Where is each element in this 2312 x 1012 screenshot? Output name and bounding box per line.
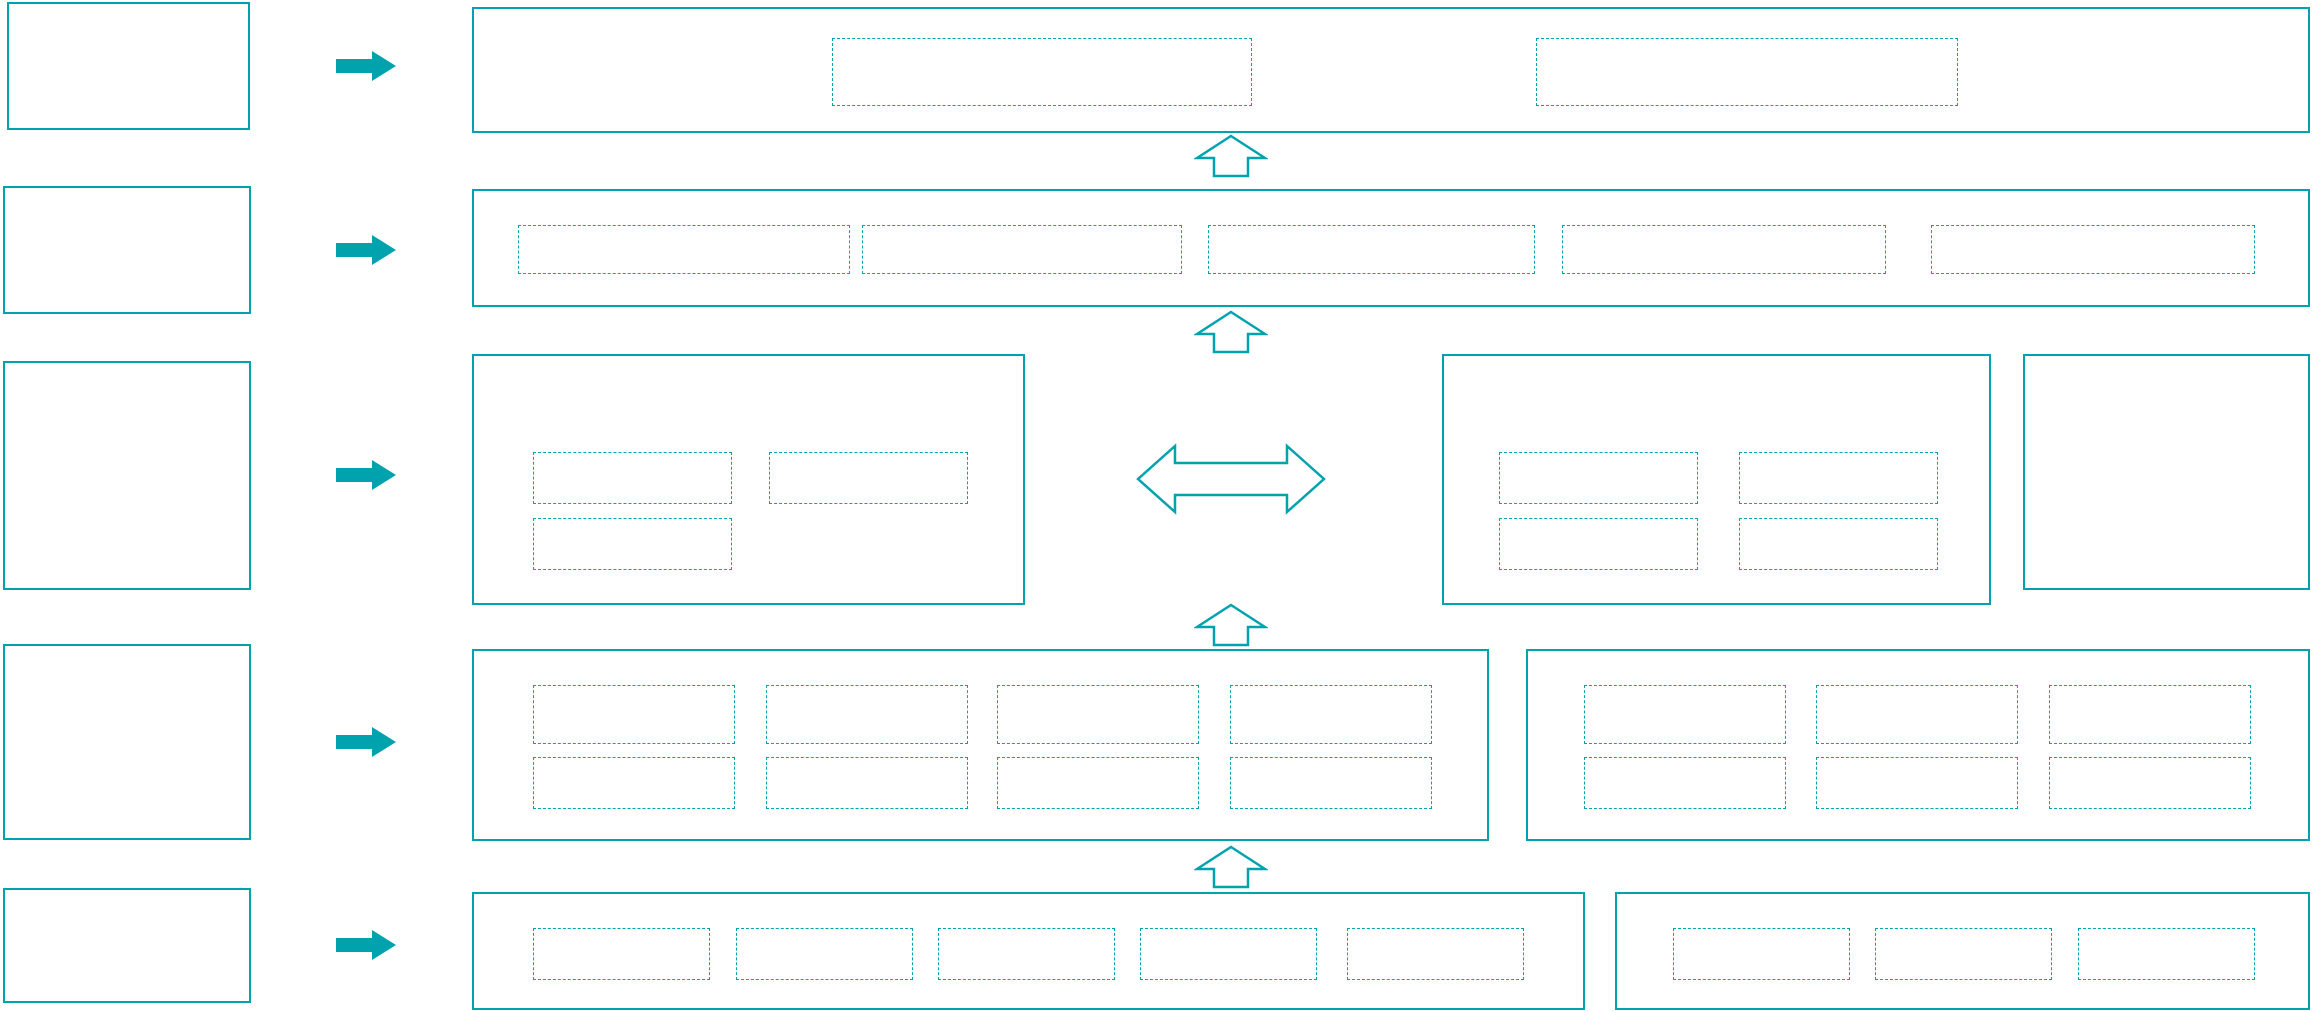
layer-3-left-group-slot-3 (533, 518, 732, 570)
layer-4-flow-right-arrow-icon (336, 727, 396, 757)
layer-4-left-group-slot-1 (533, 685, 735, 744)
layer-4-left-group-slot-3 (997, 685, 1199, 744)
layer-5-left-group-slot-2 (736, 928, 913, 980)
layer-3-right-group-slot-1 (1499, 452, 1698, 504)
layer-5-left-group-slot-1 (533, 928, 710, 980)
hollow-up-block-arrow-icon-2 (1194, 310, 1268, 354)
layer-1-label-box (7, 2, 250, 130)
layer-4-left-group-slot-5 (533, 757, 735, 809)
layer-3-right-group-slot-3 (1499, 518, 1698, 570)
layer-3-right-group (1442, 354, 1991, 605)
layer-4-right-group (1526, 649, 2310, 841)
layer-4-left-group-slot-4 (1230, 685, 1432, 744)
layer-3-left-group-slot-1 (533, 452, 732, 504)
layer-5-left-group-slot-3 (938, 928, 1115, 980)
hollow-up-block-arrow-icon-4 (1194, 603, 1268, 647)
hollow-up-block-arrow-icon-1 (1194, 134, 1268, 178)
layer-2-band-slot-3 (1208, 225, 1535, 274)
layer-5-right-group-slot-1 (1673, 928, 1850, 980)
layer-2-band (472, 189, 2310, 307)
layer-3-label-box (3, 361, 251, 590)
layer-4-left-group-slot-8 (1230, 757, 1432, 809)
layer-4-right-group-slot-4 (1584, 757, 1786, 809)
layer-5-left-group-slot-4 (1140, 928, 1317, 980)
layer-4-left-group-slot-7 (997, 757, 1199, 809)
layer-2-band-slot-1 (518, 225, 850, 274)
layer-5-left-group (472, 892, 1585, 1010)
layer-5-right-group-slot-3 (2078, 928, 2255, 980)
layer-3-flow-right-arrow-icon (336, 460, 396, 490)
layer-2-band-slot-5 (1931, 225, 2255, 274)
layer-1-band-slot-1 (832, 38, 1252, 106)
layer-4-left-group-slot-2 (766, 685, 968, 744)
layer-1-flow-right-arrow-icon (336, 51, 396, 81)
layer-2-flow-right-arrow-icon (336, 235, 396, 265)
layer-4-left-group (472, 649, 1489, 841)
layer-4-label-box (3, 644, 251, 840)
layer-3-left-group-slot-2 (769, 452, 968, 504)
layer-5-flow-right-arrow-icon (336, 930, 396, 960)
layer-4-right-group-slot-5 (1816, 757, 2018, 809)
layer-3-left-group (472, 354, 1025, 605)
layer-2-band-slot-4 (1562, 225, 1886, 274)
layer-4-right-group-slot-2 (1816, 685, 2018, 744)
layer-5-right-group-slot-2 (1875, 928, 2052, 980)
layer-5-label-box (3, 888, 251, 1003)
layer-3-right-group-slot-4 (1739, 518, 1938, 570)
layer-5-right-group (1615, 892, 2310, 1010)
layer-4-right-group-slot-3 (2049, 685, 2251, 744)
layer-1-band-slot-2 (1536, 38, 1958, 106)
layer-2-label-box (3, 186, 251, 314)
layer-4-right-group-slot-6 (2049, 757, 2251, 809)
layer-4-right-group-slot-1 (1584, 685, 1786, 744)
layer-3-side-box (2023, 354, 2310, 590)
hollow-up-block-arrow-icon-5 (1194, 845, 1268, 889)
layer-1-band (472, 7, 2310, 133)
hollow-left-right-block-arrow-icon (1136, 443, 1326, 515)
layer-2-band-slot-2 (862, 225, 1182, 274)
layer-3-right-group-slot-2 (1739, 452, 1938, 504)
layer-4-left-group-slot-6 (766, 757, 968, 809)
layer-5-left-group-slot-5 (1347, 928, 1524, 980)
